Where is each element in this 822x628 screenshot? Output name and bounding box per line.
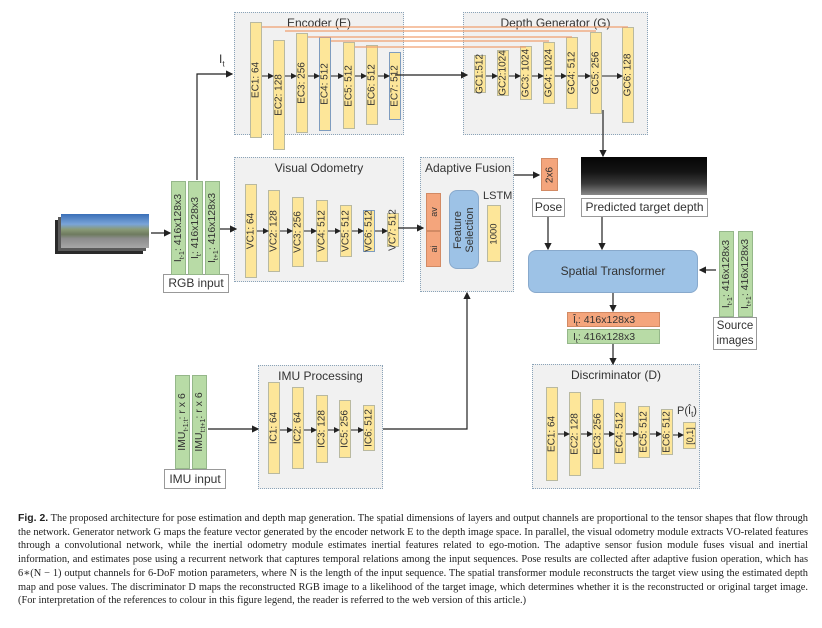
discriminator-layer: EC1: 64 [546, 387, 558, 481]
figure-caption: Fig. 2. The proposed architecture for po… [18, 512, 808, 608]
rgb-frame: It+1: 416x128x3 [205, 181, 220, 275]
architecture-figure: Encoder (E) Depth Generator (G) Visual O… [55, 12, 757, 489]
rgb-image-stack [55, 214, 150, 254]
lstm-block: 1000 [487, 205, 501, 262]
arrow-imu-to-fusion [383, 291, 471, 430]
source-frame: It+1: 416x128x3 [738, 231, 753, 317]
encoder-layer: EC7: 512 [389, 52, 401, 120]
rgb-frame: It: 416x128x3 [188, 181, 203, 275]
vo-layer: VC1: 64 [245, 184, 257, 278]
target-image: It: 416x128x3 [567, 329, 660, 345]
imu-processing-title: IMU Processing [278, 369, 363, 383]
encoder-layer: EC2: 128 [273, 40, 285, 150]
spatial-transformer-block: Spatial Transformer [528, 250, 698, 293]
generator-layer: GC1:512 [474, 53, 486, 95]
source-frame: It-1: 416x128x3 [719, 231, 734, 317]
reconstructed-image: Ît: 416x128x3 [567, 312, 660, 328]
arrow-it-to-encoder [196, 70, 234, 180]
pose-label: Pose [532, 198, 565, 217]
pose-output: 2x6 [541, 158, 558, 191]
caption-text: The proposed architecture for pose estim… [18, 513, 808, 607]
adaptive-fusion-title: Adaptive Fusion [425, 161, 512, 175]
discriminator-output-label: P(Ît) [677, 405, 697, 420]
imu-layer: IC1: 64 [268, 382, 280, 474]
feature-selection-block: Feature Selection [449, 190, 479, 269]
imu-stream: IMUt:t+1: r x 6 [192, 375, 207, 469]
top-frame-label: It [219, 52, 225, 69]
lstm-label: LSTM [483, 190, 513, 202]
encoder-layer: EC1: 64 [250, 22, 262, 138]
encoder-layer: EC6: 512 [366, 45, 378, 125]
imu-stream: IMUt-1:t: r x 6 [175, 375, 190, 469]
encoder-layer: EC5: 512 [343, 42, 355, 129]
rgb-frame: It-1: 416x128x3 [171, 181, 186, 275]
source-images-label: Source images [713, 317, 757, 350]
inertial-feature-ai: ai [426, 231, 441, 267]
discriminator-title: Discriminator (D) [571, 368, 661, 382]
rgb-input-label: RGB input [163, 274, 229, 293]
predicted-depth-label: Predicted target depth [581, 198, 708, 217]
street-photo [61, 214, 149, 248]
visual-odometry-title: Visual Odometry [274, 161, 364, 175]
encoder-layer: EC3: 256 [296, 33, 308, 133]
visual-feature-av: av [426, 193, 441, 231]
predicted-depth-map [581, 157, 707, 195]
connection-wires [151, 26, 716, 438]
caption-label: Fig. 2. [18, 513, 49, 524]
imu-input-label: IMU input [164, 469, 226, 489]
